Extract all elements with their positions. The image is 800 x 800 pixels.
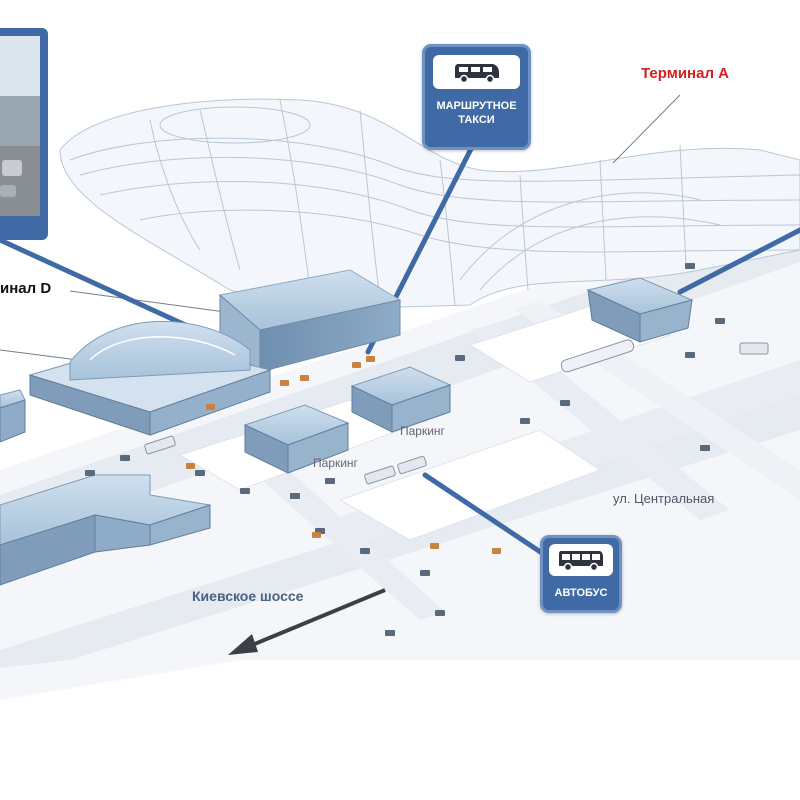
aeroexpress-terminal — [28, 320, 272, 436]
car — [186, 463, 195, 469]
bus — [739, 342, 769, 355]
taxi-label-line2: ТАКСИ — [458, 114, 495, 126]
car — [290, 493, 300, 499]
train — [560, 339, 635, 373]
car — [280, 380, 289, 386]
taxi-label-line1: МАРШРУТНОЕ — [436, 100, 517, 112]
car — [352, 362, 361, 368]
car — [300, 375, 309, 381]
photo-inset — [0, 28, 48, 240]
terminal-a-leader — [612, 94, 681, 164]
car — [312, 532, 321, 538]
bus-label: АВТОБУС — [554, 587, 608, 599]
left-edge-building — [0, 389, 26, 443]
parking-lot-2 — [338, 429, 602, 541]
car — [520, 418, 530, 424]
car — [700, 445, 710, 451]
cross-road-1 — [250, 462, 445, 620]
parking-building-1 — [350, 366, 452, 433]
terminal-a-label: Терминал А — [641, 65, 729, 82]
minibus-icon — [454, 64, 499, 84]
car — [435, 610, 445, 616]
car — [430, 543, 439, 549]
car — [455, 355, 465, 361]
terminal-d-label: инал D — [0, 280, 52, 297]
car — [360, 548, 370, 554]
car — [206, 404, 215, 410]
terminal-a-wireframe — [59, 98, 800, 311]
car — [385, 630, 395, 636]
lower-left-building — [0, 474, 211, 586]
pavilion-building — [586, 277, 694, 343]
bus-pointer — [422, 472, 551, 560]
car — [685, 352, 695, 358]
car — [366, 356, 375, 362]
car — [325, 478, 335, 484]
car — [492, 548, 501, 554]
highway-arrow — [228, 588, 386, 655]
bus — [364, 465, 396, 485]
street-label: ул. Центральная — [613, 491, 715, 506]
parking-building-2 — [243, 404, 350, 474]
car — [420, 570, 430, 576]
bus-badge[interactable]: АВТОБУС — [540, 535, 622, 613]
car — [195, 470, 205, 476]
vehicles — [85, 263, 769, 636]
bus-icon — [559, 551, 603, 572]
car — [120, 455, 130, 461]
parking-label-1: Паркинг — [400, 424, 445, 438]
bus — [397, 455, 427, 475]
car — [715, 318, 725, 324]
car — [240, 488, 250, 494]
bus — [144, 435, 176, 455]
taxi-badge[interactable]: МАРШРУТНОЕ ТАКСИ — [422, 44, 531, 150]
car — [560, 400, 570, 406]
highway-label: Киевское шоссе — [192, 588, 304, 604]
car — [85, 470, 95, 476]
right-pointer — [677, 227, 800, 295]
car — [685, 263, 695, 269]
parking-label-2: Паркинг — [313, 456, 358, 470]
